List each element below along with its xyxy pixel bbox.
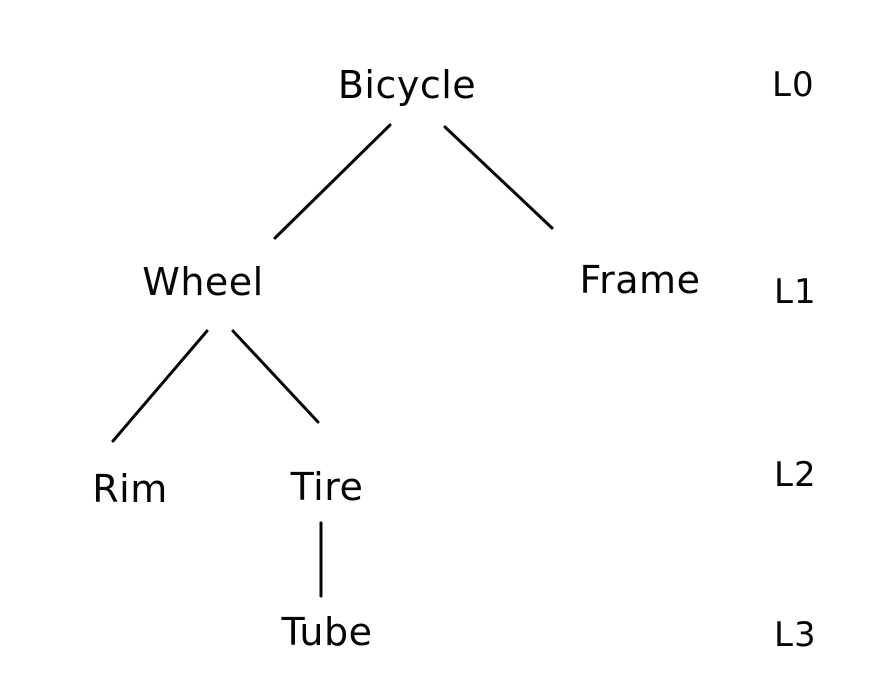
- edge-wheel-rim: [111, 329, 209, 443]
- edge-wheel-tire: [231, 329, 320, 424]
- node-frame: Frame: [579, 258, 701, 302]
- node-tire: Tire: [290, 465, 364, 509]
- level-label-l2: L2: [774, 455, 817, 495]
- edge-bicycle-wheel: [273, 123, 392, 240]
- node-wheel: Wheel: [142, 260, 264, 304]
- level-label-l1: L1: [774, 272, 817, 312]
- level-label-l3: L3: [774, 615, 817, 655]
- node-bicycle: Bicycle: [337, 63, 477, 107]
- node-tube: Tube: [281, 610, 373, 654]
- node-rim: Rim: [92, 467, 168, 511]
- level-label-l0: L0: [772, 65, 815, 105]
- edge-bicycle-frame: [443, 125, 554, 230]
